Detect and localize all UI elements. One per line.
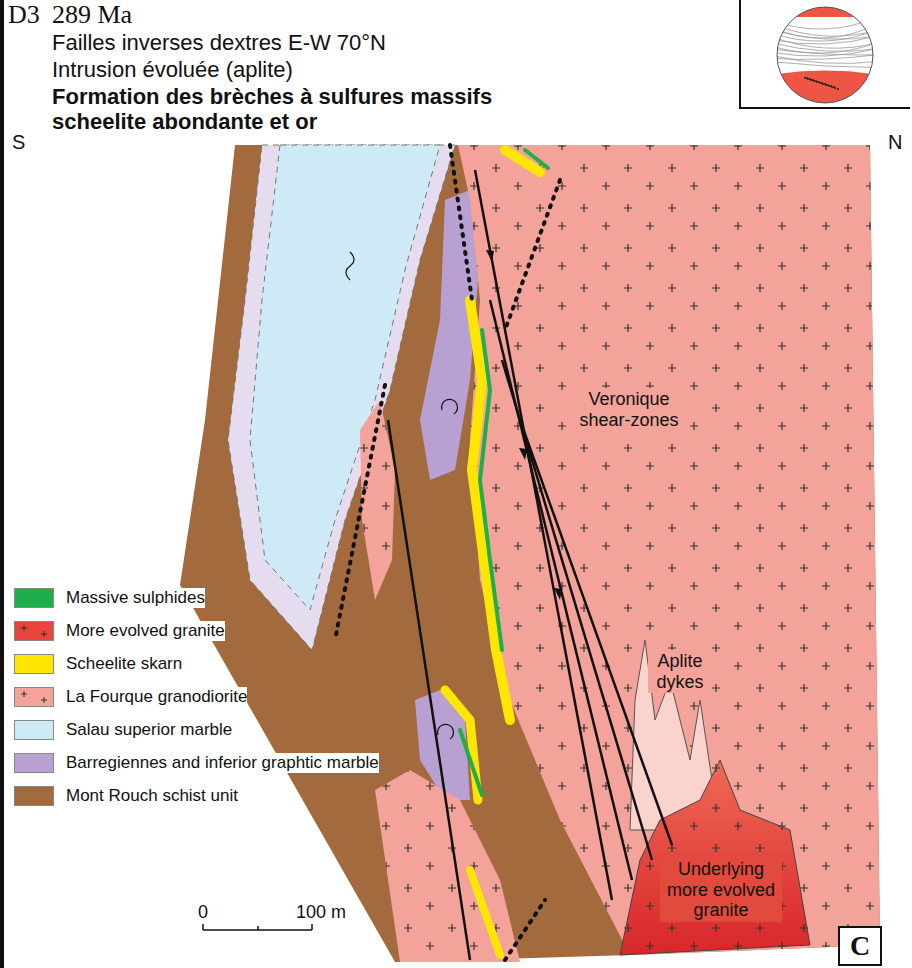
scale-label: 0 bbox=[198, 902, 208, 923]
legend-swatch bbox=[14, 687, 54, 707]
legend-swatch bbox=[14, 786, 54, 806]
legend-row: Salau superior marble bbox=[14, 720, 232, 740]
panel-letter-box: C bbox=[838, 926, 882, 966]
legend-swatch bbox=[14, 588, 54, 608]
legend-row: Barregiennes and inferior graphtic marbl… bbox=[14, 753, 379, 773]
map-label: Veronique shear-zones bbox=[575, 388, 683, 431]
legend-text: Salau superior marble bbox=[66, 720, 232, 740]
age-label: 289 Ma bbox=[52, 0, 132, 30]
legend-text: Scheelite skarn bbox=[66, 654, 182, 674]
legend-swatch bbox=[14, 654, 54, 674]
legend-swatch bbox=[14, 753, 54, 773]
map-label: Underlying more evolved granite bbox=[660, 858, 782, 922]
legend-row: Mont Rouch schist unit bbox=[14, 786, 238, 806]
legend-swatch bbox=[14, 720, 54, 740]
legend-row: More evolved granite bbox=[14, 621, 225, 641]
note: Intrusion évoluée (aplite) bbox=[52, 57, 293, 82]
panel-letter: C bbox=[850, 930, 870, 962]
legend-text: More evolved granite bbox=[66, 621, 225, 641]
map-label: Aplite dykes bbox=[648, 650, 712, 693]
legend-text: Barregiennes and inferior graphtic marbl… bbox=[66, 753, 379, 773]
legend-text: Mont Rouch schist unit bbox=[66, 786, 238, 806]
orientation-label: S bbox=[12, 131, 25, 154]
legend-text: La Fourque granodiorite bbox=[66, 687, 247, 707]
legend-swatch bbox=[14, 621, 54, 641]
legend-row: Massive sulphides bbox=[14, 588, 205, 608]
legend-row: Scheelite skarn bbox=[14, 654, 182, 674]
scale-label: 100 m bbox=[296, 902, 346, 923]
legend-row: La Fourque granodiorite bbox=[14, 687, 247, 707]
note: Formation des brèches à sulfures massifs… bbox=[52, 84, 572, 135]
diagram-title: D3 bbox=[8, 0, 40, 30]
orientation-label: N bbox=[888, 131, 902, 154]
legend-text: Massive sulphides bbox=[66, 588, 205, 608]
note: Failles inverses dextres E-W 70°N bbox=[52, 30, 386, 55]
